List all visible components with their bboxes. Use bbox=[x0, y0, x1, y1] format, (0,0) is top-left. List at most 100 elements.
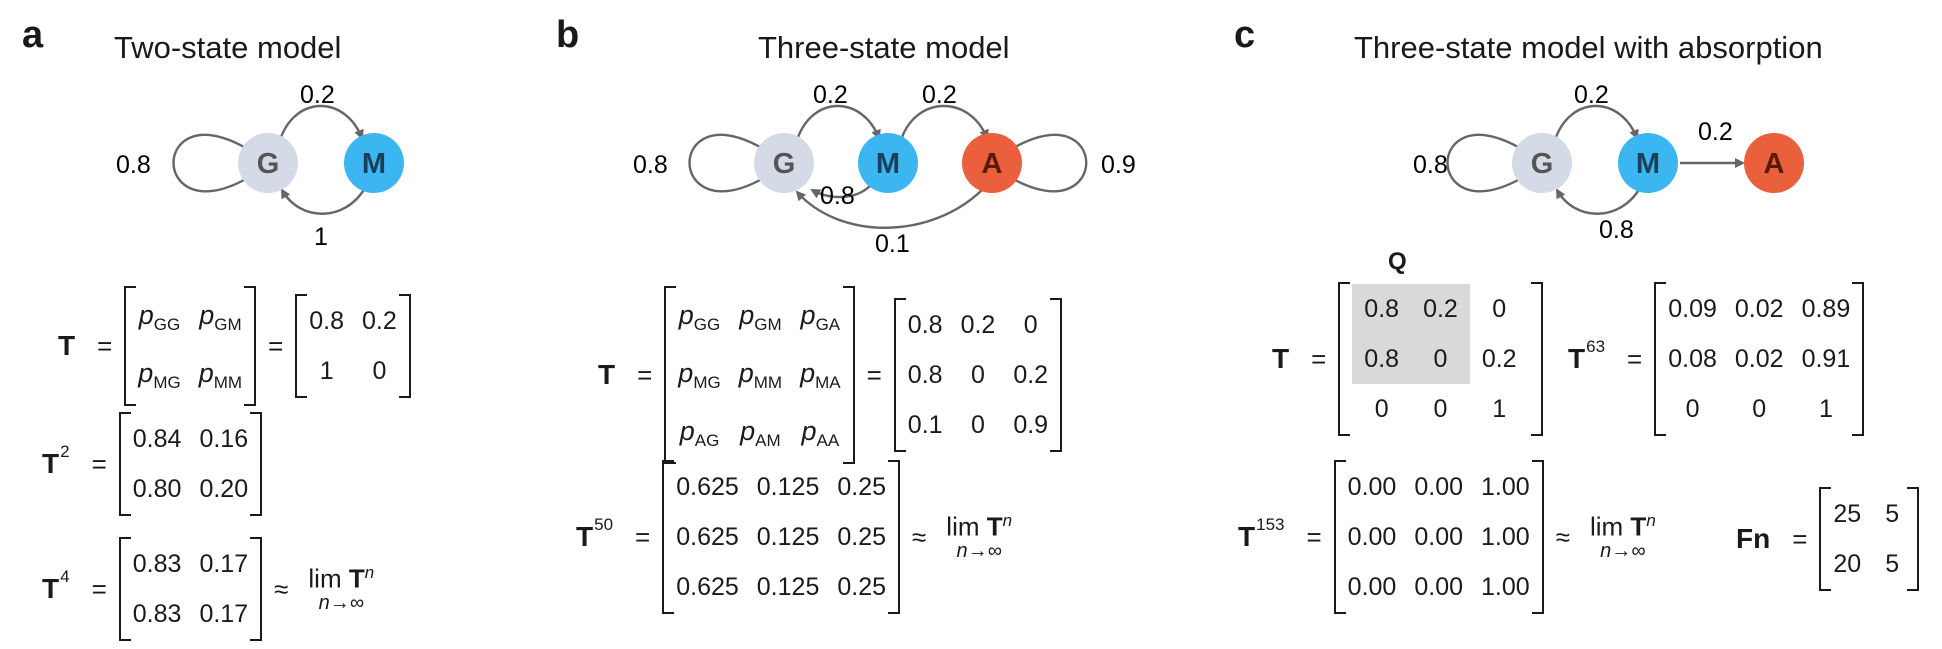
panel-b-title: Three-state model bbox=[758, 30, 1010, 65]
matrix-cell: 0.1 bbox=[907, 411, 943, 439]
q-submatrix-label: Q bbox=[1388, 248, 1407, 275]
diagram-a: G M 0.8 0.2 1 bbox=[116, 81, 404, 251]
limit-expression: lim Tn n→∞ bbox=[1589, 510, 1656, 563]
a-edge-g-to-m bbox=[278, 104, 364, 141]
equals-sign: = bbox=[1306, 521, 1322, 552]
approx-sign: ≈ bbox=[912, 521, 927, 552]
a-label-g-to-m: 0.2 bbox=[300, 81, 335, 109]
matrix-cell: 0.02 bbox=[1734, 295, 1784, 323]
power-4: 4 bbox=[60, 567, 70, 586]
matrix-cell: 0 bbox=[1023, 311, 1038, 339]
panel-b-label: b bbox=[556, 14, 580, 56]
a-state-m-label: M bbox=[362, 148, 386, 180]
equals-sign: = bbox=[1627, 343, 1643, 374]
matrix-cell: 0.2 bbox=[362, 307, 397, 335]
b-edge-a-to-g bbox=[795, 189, 983, 229]
panel-a-label: a bbox=[22, 14, 44, 56]
matrix-cell: 1 bbox=[319, 357, 334, 385]
b-state-m bbox=[858, 133, 918, 193]
panel-c-label: c bbox=[1234, 14, 1256, 56]
matrix-cell: 20 bbox=[1833, 550, 1862, 578]
c-self-loop-g bbox=[1446, 133, 1519, 193]
matrix-cell: 0.02 bbox=[1734, 345, 1784, 373]
Fn-symbol: Fn bbox=[1736, 523, 1771, 554]
panel-a-title: Two-state model bbox=[114, 30, 342, 65]
c-label-m-to-g: 0.8 bbox=[1599, 216, 1634, 244]
matrix-cell: 0 bbox=[1433, 395, 1448, 423]
matrix-cell: 0.89 bbox=[1801, 295, 1851, 323]
T-symbol: T bbox=[1238, 521, 1256, 552]
matrix-cell: 0 bbox=[1411, 334, 1470, 384]
matrix-cell: 0.625 bbox=[676, 473, 739, 501]
T-symbol: T bbox=[598, 359, 616, 390]
matrix-cell: 0.125 bbox=[756, 523, 820, 551]
matrix-cell: 0.80 bbox=[132, 475, 182, 503]
matrix-cell: 0.20 bbox=[199, 475, 249, 503]
matrix-cell: 0.9 bbox=[1013, 411, 1049, 439]
T-symbol: T bbox=[1568, 343, 1586, 374]
b-label-m-to-g: 0.8 bbox=[820, 182, 855, 210]
panel-c-title: Three-state model with absorption bbox=[1354, 30, 1823, 65]
equals-sign: = bbox=[91, 448, 107, 479]
matrix-cell: 0 bbox=[1752, 395, 1767, 423]
matrix-cell: pMG bbox=[678, 358, 721, 392]
matrix-cell: pGA bbox=[800, 300, 841, 334]
matrix-cell: 0.00 bbox=[1414, 473, 1464, 501]
matrix-cell: 0.25 bbox=[837, 573, 887, 601]
a-label-self-g: 0.8 bbox=[116, 151, 151, 179]
T-symbol: T bbox=[42, 573, 60, 604]
matrix-cell: 0.00 bbox=[1414, 573, 1464, 601]
b-edge-m-to-g bbox=[810, 185, 871, 199]
matrix-cell: pAM bbox=[740, 416, 781, 450]
a-label-m-to-g: 1 bbox=[314, 223, 328, 251]
a-state-g-label: G bbox=[257, 148, 280, 180]
matrix-cell: 0.8 bbox=[907, 311, 943, 339]
matrix-cell: 1.00 bbox=[1481, 473, 1530, 501]
equals-sign: = bbox=[91, 573, 107, 604]
equals-sign: = bbox=[1792, 523, 1808, 554]
matrix-cell: 0.08 bbox=[1668, 345, 1717, 373]
b-self-loop-a bbox=[1014, 133, 1088, 193]
matrix-cell: 0.25 bbox=[837, 473, 887, 501]
diagram-b: G M A 0.8 0.2 0.2 0.8 0.1 0.9 bbox=[633, 81, 1136, 258]
a-state-m bbox=[344, 133, 404, 193]
matrix-cell: 0.16 bbox=[199, 425, 249, 453]
matrix-cell: 1 bbox=[1492, 395, 1507, 423]
a-edge-m-to-g bbox=[280, 187, 367, 215]
matrix-cell: 0.125 bbox=[756, 473, 820, 501]
matrix-cell: 5 bbox=[1885, 550, 1900, 578]
b-state-a-label: A bbox=[982, 148, 1003, 180]
matrix-cell: 5 bbox=[1885, 500, 1900, 528]
matrix-cell: 0 bbox=[970, 411, 985, 439]
matrix-cell: 0.00 bbox=[1347, 523, 1397, 551]
matrix-cell: 0.00 bbox=[1347, 473, 1397, 501]
limit-expression: lim Tn n→∞ bbox=[308, 562, 375, 615]
matrix-cell: 0.625 bbox=[676, 573, 739, 601]
matrix-cell: 0.8 bbox=[1352, 284, 1412, 334]
b-edge-g-to-m bbox=[795, 104, 881, 141]
matrix-cell: 0 bbox=[970, 361, 985, 389]
matrix-cell: 1.00 bbox=[1481, 573, 1530, 601]
equals-sign: = bbox=[97, 330, 113, 361]
power-63: 63 bbox=[1586, 337, 1606, 356]
matrix-cell: 0.625 bbox=[676, 523, 739, 551]
matrix-cell: 0.8 bbox=[309, 307, 345, 335]
matrix-cell: 0.91 bbox=[1801, 345, 1851, 373]
equals-sign: = bbox=[635, 521, 651, 552]
matrix-cell: pMA bbox=[800, 358, 841, 392]
c-state-a bbox=[1744, 133, 1804, 193]
power-2: 2 bbox=[60, 442, 70, 461]
matrix-cell: 0 bbox=[1374, 395, 1389, 423]
